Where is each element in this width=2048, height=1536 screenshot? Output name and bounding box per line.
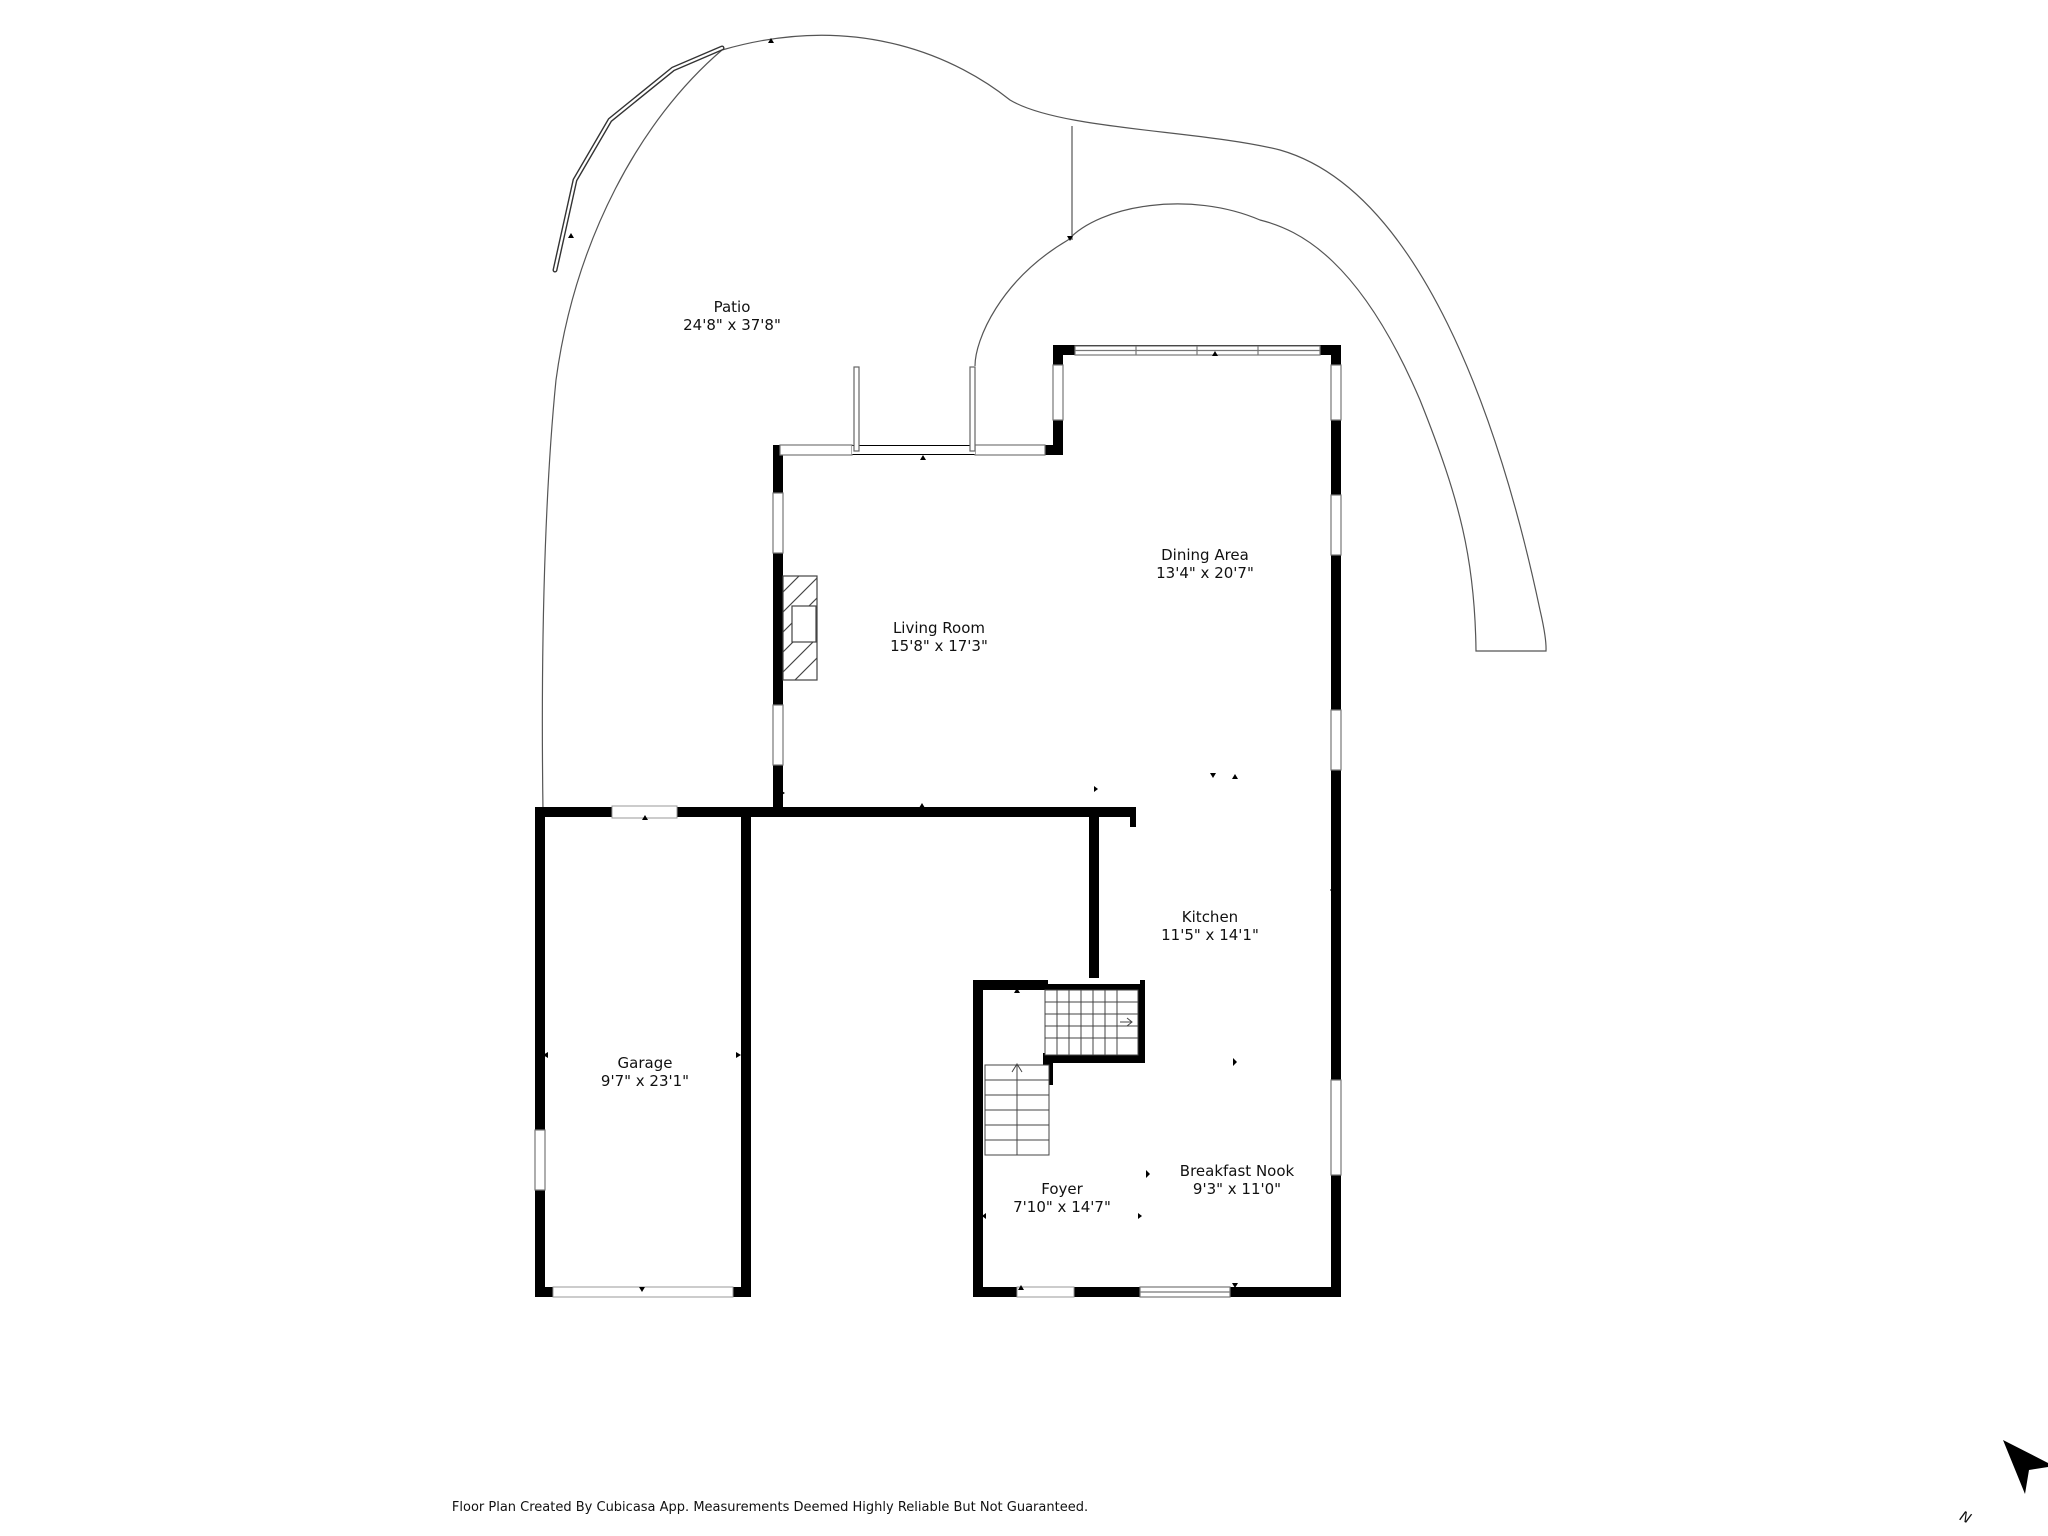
fireplace — [782, 575, 818, 681]
room-dimensions: 7'10" x 14'7" — [1013, 1198, 1111, 1216]
patio-door-jambs — [853, 366, 976, 452]
room-label-foyer: Foyer 7'10" x 14'7" — [1013, 1180, 1111, 1216]
room-name: Foyer — [1041, 1180, 1083, 1198]
room-dimensions: 24'8" x 37'8" — [683, 316, 781, 334]
windows — [534, 345, 1342, 1298]
room-dimensions: 13'4" x 20'7" — [1156, 564, 1254, 582]
dimension-markers — [543, 38, 1333, 1292]
room-dimensions: 9'3" x 11'0" — [1192, 1180, 1282, 1198]
patio-outline — [541, 34, 1547, 812]
north-arrow-icon — [2003, 1440, 2048, 1494]
room-label-breakfast-nook: Breakfast Nook 9'3" x 11'0" — [1180, 1162, 1294, 1198]
room-name: Patio — [713, 298, 751, 316]
room-name: Dining Area — [1161, 546, 1249, 564]
room-label-kitchen: Kitchen 11'5" x 14'1" — [1161, 908, 1259, 944]
room-label-living: Living Room 15'8" x 17'3" — [890, 619, 988, 655]
walls — [535, 345, 1341, 1297]
footer-disclaimer: Floor Plan Created By Cubicasa App. Meas… — [451, 1500, 1089, 1515]
room-name: Breakfast Nook — [1179, 1162, 1295, 1180]
doors — [552, 446, 1140, 1298]
room-name: Kitchen — [1181, 908, 1239, 926]
room-label-dining: Dining Area 13'4" x 20'7" — [1156, 546, 1254, 582]
room-label-garage: Garage 9'7" x 23'1" — [601, 1054, 689, 1090]
stairs — [984, 989, 1139, 1156]
room-name: Living Room — [892, 619, 986, 637]
room-dimensions: 11'5" x 14'1" — [1161, 926, 1259, 944]
room-dimensions: 15'8" x 17'3" — [890, 637, 988, 655]
room-label-patio: Patio 24'8" x 37'8" — [683, 298, 781, 334]
room-name: Garage — [617, 1054, 673, 1072]
room-dimensions: 9'7" x 23'1" — [600, 1072, 690, 1090]
